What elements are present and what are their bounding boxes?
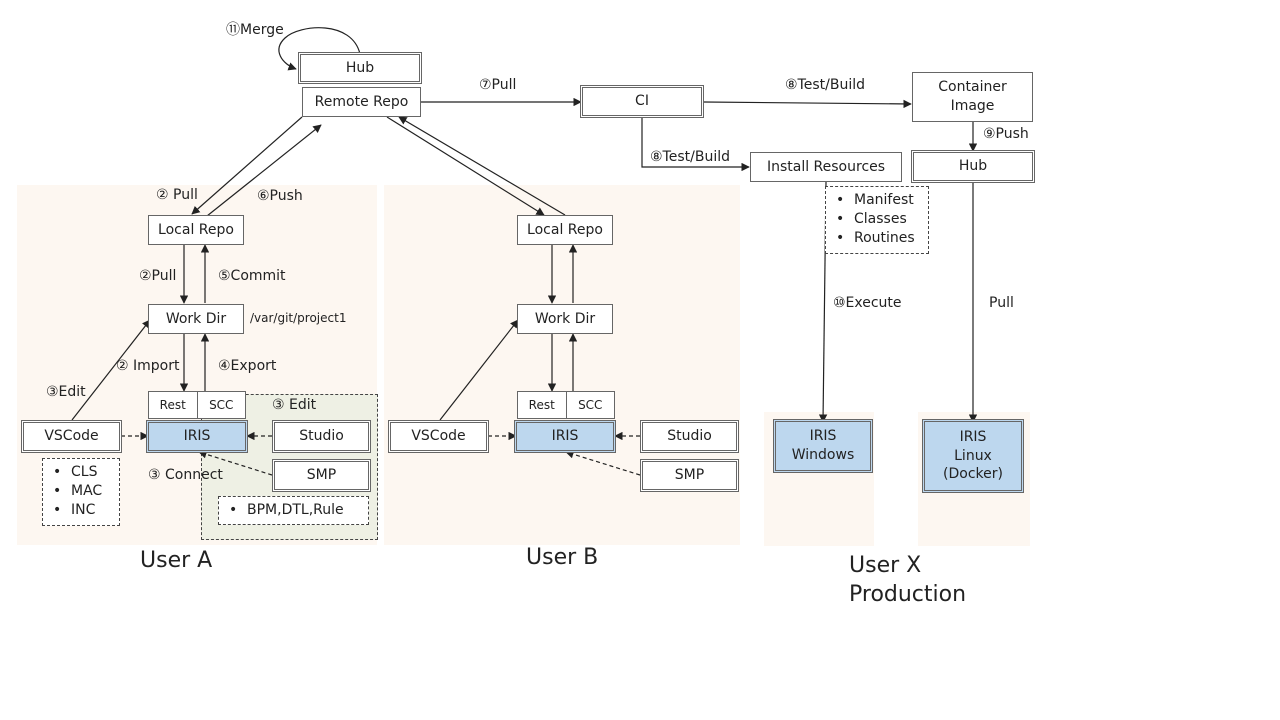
hub-prod-box: Hub [911, 150, 1035, 183]
container-image-line2: Image [950, 98, 995, 114]
hub-label: Hub [345, 59, 375, 76]
step-pull-ci-label: ⑦Pull [479, 77, 517, 93]
user-b-iris-box: IRIS [514, 420, 616, 453]
user-b-title: User B [526, 545, 599, 570]
user-b-vscode-box: VSCode [388, 420, 489, 453]
step-test-build-install-label: ⑧Test/Build [650, 149, 730, 165]
user-a-iris-label: IRIS [183, 428, 211, 445]
user-b-work-dir-box: Work Dir [517, 304, 613, 334]
file-type-item: CLS [53, 463, 113, 482]
ci-label: CI [635, 93, 649, 110]
install-item: Routines [836, 229, 922, 248]
user-a-step-commit: ⑤Commit [218, 268, 286, 284]
user-a-title: User A [140, 548, 213, 573]
user-a-studio-box: Studio [272, 420, 371, 453]
step-pull-docker-label: Pull [989, 295, 1014, 311]
user-b-vscode-label: VSCode [411, 428, 466, 445]
user-a-step-connect: ③ Connect [148, 467, 223, 483]
iris-windows-line2: Windows [791, 447, 855, 463]
user-b-rest-scc-box: Rest SCC [517, 391, 615, 419]
container-image-box: Container Image [912, 72, 1033, 122]
user-a-local-repo-box: Local Repo [148, 215, 244, 245]
user-a-step-import: ② Import [116, 358, 180, 374]
install-resources-list: Manifest Classes Routines [825, 186, 929, 254]
file-type-item: MAC [53, 482, 113, 501]
user-b-studio-label: Studio [667, 428, 712, 445]
user-a-step-pull-remote: ② Pull [156, 187, 198, 203]
user-a-vscode-file-list: CLS MAC INC [42, 458, 120, 526]
user-a-rest-label: Rest [159, 398, 186, 412]
user-a-smp-label: SMP [306, 467, 337, 484]
iris-windows-line1: IRIS [809, 428, 837, 445]
iris-linux-line1: IRIS [959, 428, 987, 445]
hub-prod-label: Hub [958, 158, 988, 175]
user-a-work-dir-label: Work Dir [165, 310, 227, 327]
user-a-smp-item-list: BPM,DTL,Rule [218, 496, 369, 525]
user-b-smp-box: SMP [640, 459, 739, 492]
iris-linux-line2: Linux [954, 447, 992, 464]
install-resources-label: Install Resources [766, 158, 886, 175]
step-execute-label: ⑩Execute [833, 295, 902, 311]
user-x-title: User X Production [849, 551, 966, 609]
remote-repo-label: Remote Repo [314, 93, 409, 110]
user-a-work-dir-box: Work Dir [148, 304, 244, 334]
remote-repo-box: Remote Repo [302, 87, 421, 117]
user-a-vscode-label: VSCode [44, 428, 99, 445]
user-b-rest-label: Rest [528, 398, 555, 412]
step-merge-label: ⑪Merge [226, 22, 284, 38]
iris-linux-line3: (Docker) [943, 466, 1003, 483]
user-a-iris-box: IRIS [146, 420, 248, 453]
user-a-step-edit-vscode: ③Edit [46, 384, 86, 400]
user-a-work-dir-path: /var/git/project1 [250, 311, 347, 325]
user-b-studio-box: Studio [640, 420, 739, 453]
user-a-studio-label: Studio [299, 428, 344, 445]
user-a-scc-label: SCC [196, 392, 246, 418]
user-b-scc-label: SCC [565, 392, 615, 418]
user-x-iris-windows-box: IRIS Windows [773, 419, 873, 473]
user-b-iris-label: IRIS [551, 428, 579, 445]
user-x-title-line1: User X [849, 553, 922, 578]
user-a-vscode-box: VSCode [21, 420, 122, 453]
user-a-step-pull-local: ②Pull [139, 268, 177, 284]
hub-box: Hub [298, 52, 422, 84]
smp-item: BPM,DTL,Rule [229, 501, 362, 520]
user-a-local-repo-label: Local Repo [158, 221, 234, 238]
user-a-rest-scc-box: Rest SCC [148, 391, 246, 419]
user-a-smp-box: SMP [272, 459, 371, 492]
user-a-step-push: ⑥Push [257, 188, 303, 204]
install-resources-box: Install Resources [750, 152, 902, 182]
user-b-local-repo-label: Local Repo [527, 221, 603, 238]
user-b-work-dir-label: Work Dir [534, 310, 596, 327]
user-a-step-edit-studio: ③ Edit [272, 397, 317, 413]
user-b-local-repo-box: Local Repo [517, 215, 613, 245]
user-a-step-export: ④Export [218, 358, 277, 374]
user-x-title-line2: Production [849, 582, 967, 607]
user-x-iris-linux-box: IRIS Linux (Docker) [922, 419, 1024, 493]
install-item: Classes [836, 210, 922, 229]
step-push-hub-label: ⑨Push [983, 126, 1029, 142]
container-image-line1: Container [938, 79, 1007, 96]
ci-box: CI [580, 85, 704, 118]
user-b-smp-label: SMP [674, 467, 705, 484]
step-test-build-container-label: ⑧Test/Build [785, 77, 865, 93]
install-item: Manifest [836, 191, 922, 210]
file-type-item: INC [53, 501, 113, 520]
